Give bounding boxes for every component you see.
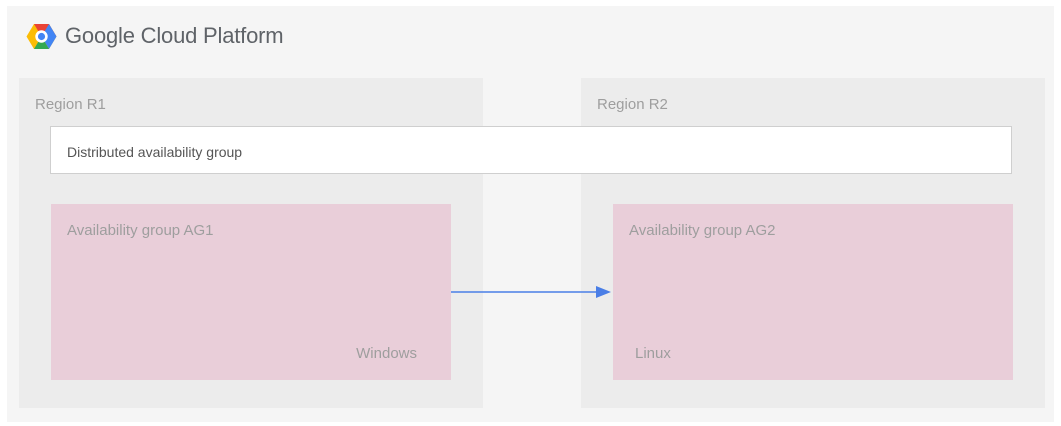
os-label-windows: Windows — [356, 345, 417, 362]
availability-group-ag1: Availability group AG1 Windows — [51, 204, 451, 380]
availability-group-ag1-label: Availability group AG1 — [67, 222, 214, 239]
brand-name: Google Cloud Platform — [65, 23, 284, 48]
distributed-availability-group: Distributed availability group — [50, 126, 1012, 174]
availability-group-ag2: Availability group AG2 Linux — [613, 204, 1013, 380]
google-cloud-hexagon-icon — [26, 23, 57, 49]
replication-arrow — [451, 286, 611, 298]
region-r2-label: Region R2 — [597, 96, 668, 113]
arrowhead-icon — [596, 286, 611, 298]
os-label-linux: Linux — [635, 345, 671, 362]
region-r1-label: Region R1 — [35, 96, 106, 113]
brand-header: Google Cloud Platform — [26, 20, 284, 52]
availability-group-ag2-label: Availability group AG2 — [629, 222, 776, 239]
distributed-availability-group-label: Distributed availability group — [67, 144, 243, 160]
